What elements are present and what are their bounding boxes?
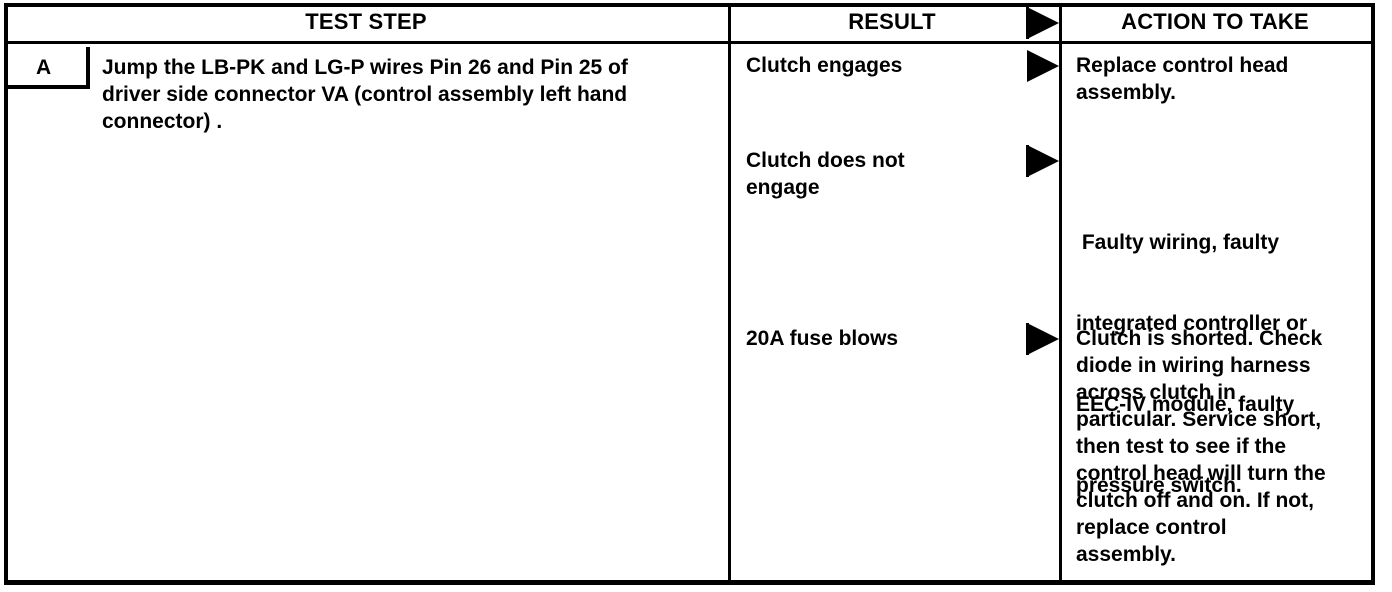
action-line: then test to see if the — [1076, 435, 1287, 458]
result-line: Clutch engages — [746, 54, 903, 77]
column-divider-action — [1059, 3, 1062, 581]
action-replace-control-head: Replace control head assembly. — [1076, 52, 1288, 106]
action-line: clutch off and on. If not, — [1076, 489, 1314, 512]
test-step-line: connector) . — [102, 110, 223, 133]
header-divider — [4, 41, 1375, 44]
test-step-line: driver side connector VA (control assemb… — [102, 83, 628, 106]
action-line: Clutch is shorted. Check — [1076, 327, 1323, 350]
result-line: Clutch does not — [746, 149, 905, 172]
action-line: Faulty wiring, faulty — [1076, 231, 1280, 254]
step-letter: A — [36, 56, 52, 79]
result-line: 20A fuse blows — [746, 327, 899, 350]
action-line: control head will turn the — [1076, 462, 1326, 485]
result-20a-fuse-blows: 20A fuse blows — [746, 325, 898, 352]
action-clutch-is-shorted: Clutch is shorted. Check diode in wiring… — [1076, 325, 1326, 568]
table-frame — [4, 3, 1375, 585]
action-faulty-wiring: Faulty wiring, faulty integrated control… — [1076, 175, 1307, 553]
header-arrow-icon — [1027, 7, 1059, 39]
action-line: assembly. — [1076, 543, 1177, 566]
action-line: replace control — [1076, 516, 1227, 539]
row-arrow-icon — [1027, 323, 1059, 355]
header-result: RESULT — [848, 9, 936, 34]
test-step-line: Jump the LB-PK and LG-P wires Pin 26 and… — [102, 56, 628, 79]
header-test-step: TEST STEP — [305, 9, 427, 34]
row-arrow-icon — [1027, 145, 1059, 177]
action-line: across clutch in — [1076, 381, 1236, 404]
result-clutch-engages: Clutch engages — [746, 52, 902, 79]
test-step-text: Jump the LB-PK and LG-P wires Pin 26 and… — [102, 54, 628, 135]
column-divider-result — [728, 3, 731, 581]
header-arrow-tick — [1026, 7, 1029, 39]
action-line: Replace control head — [1076, 54, 1289, 77]
row-arrow-icon — [1027, 50, 1059, 82]
action-line: EEC-IV module, faulty — [1076, 393, 1295, 416]
arrow-tick — [1026, 145, 1029, 177]
arrow-tick — [1026, 323, 1029, 355]
header-action-to-take: ACTION TO TAKE — [1121, 9, 1309, 34]
action-line: particular. Service short, — [1076, 408, 1322, 431]
result-line: engage — [746, 176, 820, 199]
action-line: assembly. — [1076, 81, 1177, 104]
result-clutch-does-not-engage: Clutch does not engage — [746, 147, 905, 201]
action-line: integrated controller or — [1076, 312, 1308, 335]
action-line: diode in wiring harness — [1076, 354, 1311, 377]
step-label-box — [8, 47, 90, 89]
action-line: pressure switch. — [1076, 474, 1242, 497]
